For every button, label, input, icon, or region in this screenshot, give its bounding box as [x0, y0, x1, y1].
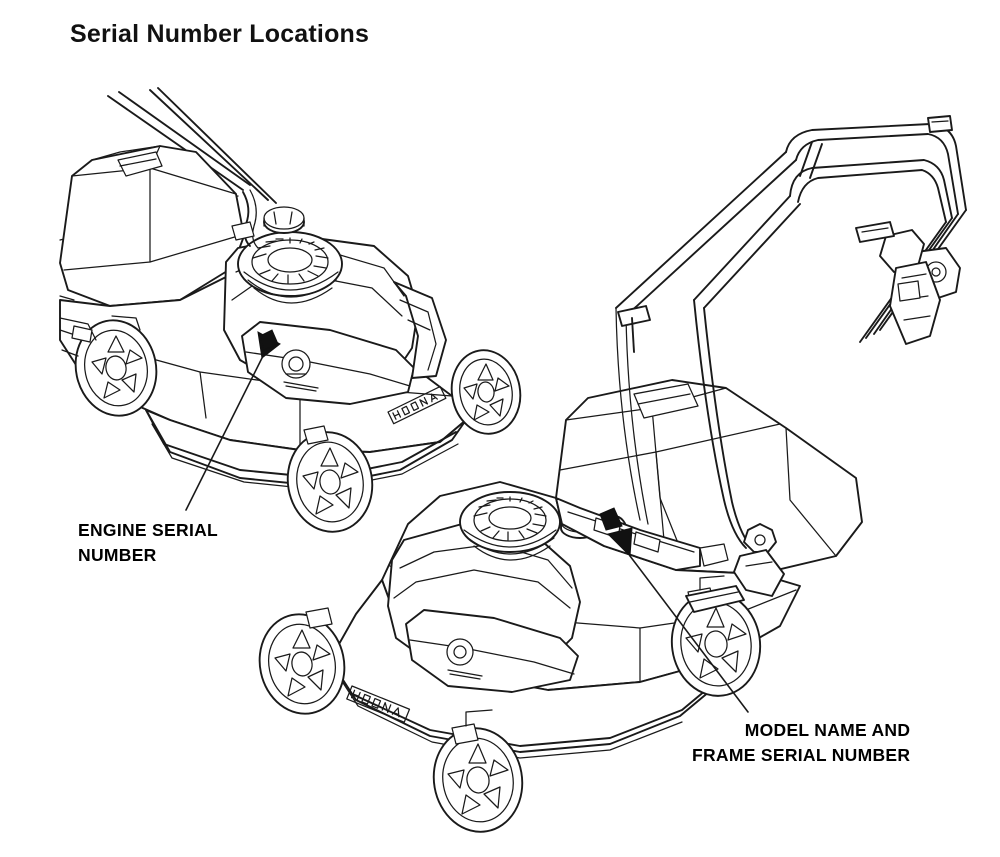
callout-frame-serial-line2: FRAME SERIAL NUMBER: [692, 744, 911, 765]
upper-fuel-cap: [263, 206, 305, 234]
upper-deck-left-details: [59, 295, 97, 357]
callout-engine-serial-line1: ENGINE SERIAL: [78, 520, 219, 540]
page-title: Serial Number Locations: [70, 20, 370, 48]
lower-engine-assembly: [387, 523, 581, 693]
frame-serial-callout-leader: [599, 507, 749, 713]
upper-air-filter: [393, 281, 447, 379]
frame-serial-arrow-tail: [599, 507, 623, 531]
lower-front-wheel: [258, 607, 346, 715]
lower-deck-bracket: [733, 549, 785, 597]
upper-starter-fins: [252, 237, 329, 284]
lower-front-wheel-spokes: [274, 629, 331, 697]
lower-far-wheel-spokes: [447, 743, 509, 815]
upper-rear-wheel: [286, 425, 374, 533]
lower-control-lever: [855, 221, 941, 345]
upper-front-wheel: [74, 315, 158, 417]
lower-deck-rear-arm: [685, 585, 745, 613]
upper-left-mower-view: [59, 87, 522, 533]
lower-starter-fins: [473, 496, 547, 541]
frame-serial-arrowhead: [607, 527, 633, 558]
lower-front-wheel-far: [432, 709, 524, 833]
callout-frame-serial: MODEL NAME AND FRAME SERIAL NUMBER: [692, 718, 910, 768]
lower-honda-emboss: [346, 685, 411, 723]
upper-front-wheel-spokes: [91, 335, 143, 399]
lower-recoil-starter: [459, 491, 561, 561]
upper-grass-bag: [59, 145, 245, 307]
callout-engine-serial-line2: NUMBER: [78, 544, 157, 565]
upper-recoil-starter: [237, 231, 343, 304]
lower-right-mower-view: [258, 115, 967, 833]
lower-throttle-lever: [617, 305, 651, 353]
upper-throttle-bracket: [231, 189, 259, 249]
lower-control-cables: [615, 299, 777, 567]
upper-rear-wheel-spokes: [302, 447, 359, 515]
upper-right-rear-wheel: [450, 349, 522, 435]
upper-honda-emboss: [387, 385, 447, 425]
engine-serial-arrow-tail: [259, 329, 279, 351]
callout-frame-serial-line1: MODEL NAME AND: [744, 720, 911, 740]
callout-engine-serial: ENGINE SERIAL NUMBER: [78, 518, 218, 568]
engine-serial-callout-leader: [185, 329, 281, 511]
